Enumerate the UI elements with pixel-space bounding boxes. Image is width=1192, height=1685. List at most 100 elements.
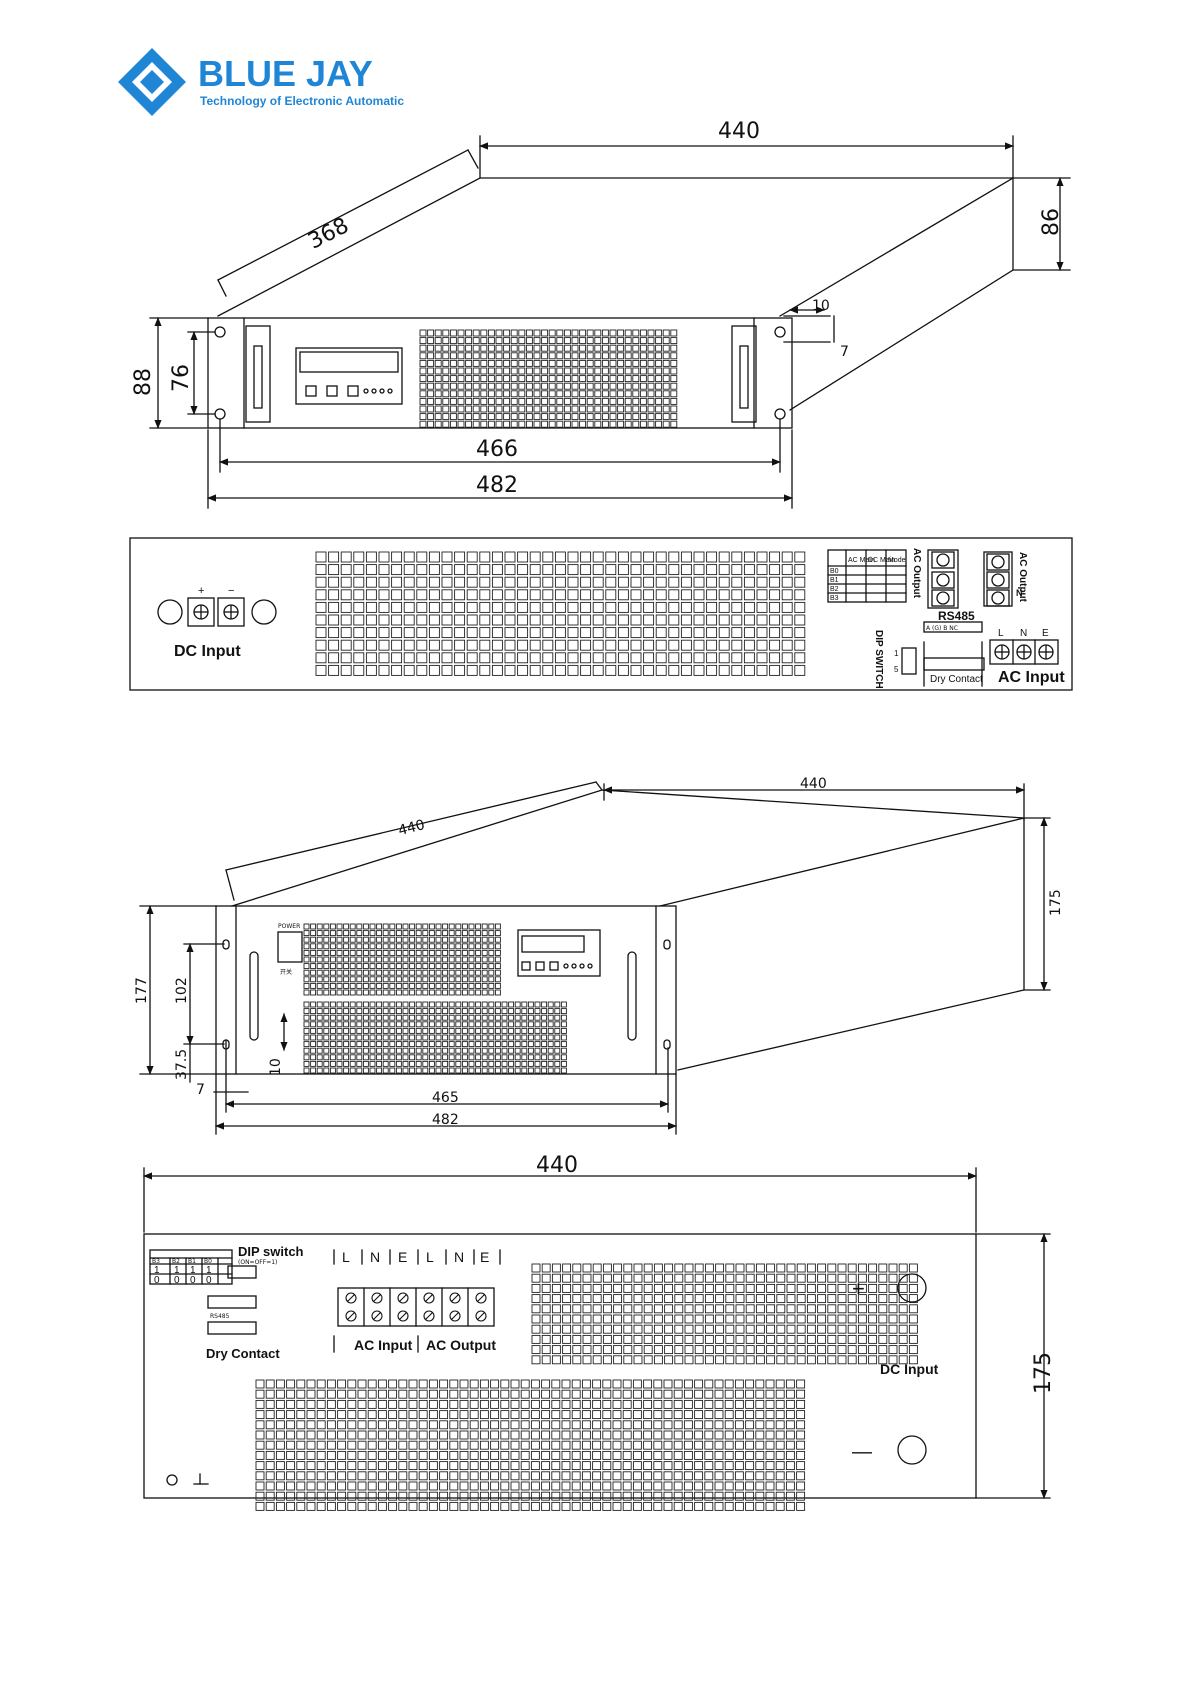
vent-hole	[465, 405, 473, 413]
dip-table	[149, 1249, 233, 1285]
vent-hole	[480, 382, 488, 390]
vent-hole	[388, 1389, 398, 1399]
vent-hole	[617, 639, 629, 651]
vent-hole	[415, 1054, 422, 1061]
vent-hole	[683, 1501, 693, 1511]
vent-hole	[428, 969, 435, 976]
vent-hole	[592, 1491, 602, 1501]
vent-hole	[434, 413, 442, 421]
vent-hole	[428, 982, 435, 989]
vent-hole	[582, 1345, 592, 1355]
vent-hole	[508, 1008, 515, 1015]
vent-hole	[586, 359, 594, 367]
vent-hole	[766, 1334, 776, 1344]
vent-hole	[395, 1041, 402, 1048]
vent-hole	[745, 1501, 755, 1511]
vent-hole	[255, 1410, 265, 1420]
vent-hole	[310, 1001, 317, 1008]
vent-hole	[868, 1334, 878, 1344]
dip-h-b2: B2	[172, 1258, 180, 1265]
vent-hole	[356, 923, 363, 930]
vent-hole	[663, 1450, 673, 1460]
vent-hole	[561, 1450, 571, 1460]
vent-hole	[395, 923, 402, 930]
vent-hole	[369, 1027, 376, 1034]
front-panel-4u	[215, 905, 677, 1075]
lcd-module-4u	[517, 929, 601, 977]
vent-hole	[541, 1355, 551, 1365]
vent-hole	[398, 1440, 408, 1450]
vent-hole	[612, 1450, 622, 1460]
vent-hole	[275, 1491, 285, 1501]
vent-hole	[514, 1060, 521, 1067]
vent-hole	[602, 1283, 612, 1293]
vent-hole	[734, 1491, 744, 1501]
vent-hole	[455, 969, 462, 976]
vent-hole	[362, 1067, 369, 1074]
vent-hole	[265, 1501, 275, 1511]
ac-in-pin-l: L	[998, 628, 1004, 639]
vent-hole	[725, 1273, 735, 1283]
vent-hole	[428, 1389, 438, 1399]
vent-hole	[391, 639, 403, 651]
vent-hole	[495, 359, 503, 367]
vent-hole	[755, 1450, 765, 1460]
vent-hole	[639, 382, 647, 390]
vent-hole	[562, 1283, 572, 1293]
vent-hole	[326, 1410, 336, 1420]
vent-hole	[349, 1041, 356, 1048]
vent-hole	[563, 329, 571, 337]
vent-hole	[495, 390, 503, 398]
vent-hole	[481, 923, 488, 930]
vent-hole	[632, 1501, 642, 1511]
vent-hole	[367, 1450, 377, 1460]
vent-hole	[369, 949, 376, 956]
vent-hole	[776, 1355, 786, 1365]
vent-hole	[776, 1283, 786, 1293]
vent-hole	[743, 639, 755, 651]
vent-hole	[541, 337, 549, 345]
vent-hole	[343, 923, 350, 930]
vent-hole	[398, 1410, 408, 1420]
vent-hole	[683, 1461, 693, 1471]
vent-hole	[639, 413, 647, 421]
vent-hole	[306, 1501, 316, 1511]
vent-hole	[605, 564, 617, 576]
vent-hole	[415, 1060, 422, 1067]
vent-hole	[878, 1283, 888, 1293]
vent-hole	[337, 1501, 347, 1511]
vent-hole	[323, 982, 330, 989]
vent-hole	[765, 1440, 775, 1450]
vent-hole	[542, 589, 554, 601]
vent-hole	[579, 344, 587, 352]
vent-hole	[561, 1389, 571, 1399]
vent-hole	[468, 936, 475, 943]
vent-hole	[504, 652, 516, 664]
vent-hole	[472, 420, 480, 428]
vent-hole	[316, 969, 323, 976]
vent-hole	[514, 1041, 521, 1048]
vent-hole	[329, 982, 336, 989]
vent-hole	[422, 1067, 429, 1074]
vent-hole	[441, 652, 453, 664]
vent-hole	[441, 627, 453, 639]
vent-hole	[725, 1355, 735, 1365]
vent-hole	[554, 1034, 561, 1041]
vent-hole	[632, 397, 640, 405]
vent-hole	[408, 1501, 418, 1511]
vent-hole	[376, 930, 383, 937]
vent-hole	[388, 1399, 398, 1409]
vent-hole	[306, 1379, 316, 1389]
vent-hole	[674, 1314, 684, 1324]
vent-hole	[491, 664, 503, 676]
vent-hole	[306, 1410, 316, 1420]
vent-hole	[428, 989, 435, 996]
vent-hole	[632, 344, 640, 352]
vent-hole	[455, 1034, 462, 1041]
vent-hole	[442, 405, 450, 413]
vent-hole	[796, 1461, 806, 1471]
vent-hole	[541, 1430, 551, 1440]
vent-hole	[441, 664, 453, 676]
vent-hole	[715, 1334, 725, 1344]
vent-hole	[898, 1345, 908, 1355]
